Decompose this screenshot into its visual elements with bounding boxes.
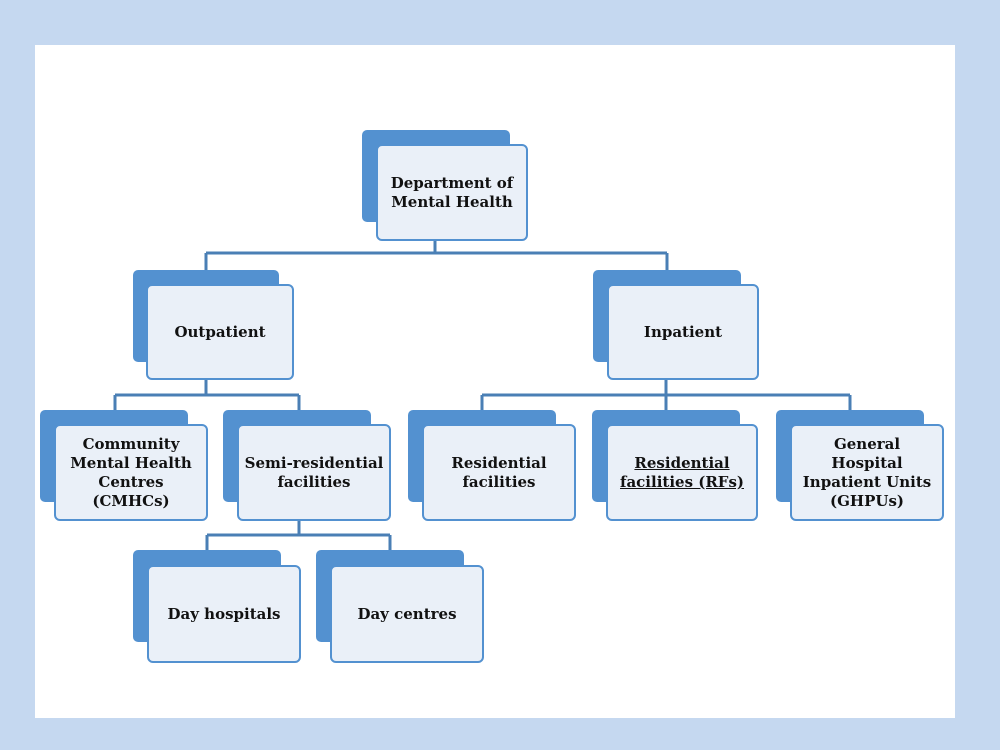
node-label: Outpatient (174, 322, 266, 341)
node-label-line: Centres (CMHCs) (92, 472, 170, 510)
node-cmhc: Community Mental Health Centres (CMHCs) (40, 410, 208, 522)
diagram-canvas: Department of Mental Health Outpatient I… (35, 45, 955, 718)
node-label-line: Inpatient Units (802, 472, 932, 491)
node-department-of-mental-health: Department of Mental Health (362, 130, 530, 242)
node-semi-residential: Semi-residential facilities (223, 410, 391, 522)
node-label-line: (GHPUs) (830, 491, 904, 510)
node-inpatient: Inpatient (593, 270, 761, 382)
node-label-line: Residential (634, 453, 730, 472)
node-box: General Hospital Inpatient Units (GHPUs) (790, 424, 944, 521)
node-box: Day hospitals (147, 565, 301, 663)
node-label-line: Community (82, 434, 180, 453)
node-box: Outpatient (146, 284, 294, 380)
node-label-line: Semi-residential (244, 453, 384, 472)
node-label-line: facilities (462, 472, 536, 491)
node-label-line: Department of (390, 173, 514, 192)
node-label: Day centres (357, 604, 457, 623)
node-box: Residential facilities (RFs) (606, 424, 758, 521)
node-box: Residential facilities (422, 424, 576, 521)
node-label-line: Mental Health (391, 192, 513, 211)
node-residential-facilities: Residential facilities (408, 410, 576, 522)
node-label-line: Residential (451, 453, 547, 472)
node-label-line: facilities (RFs) (620, 472, 744, 491)
node-outpatient: Outpatient (133, 270, 295, 382)
node-ghpu: General Hospital Inpatient Units (GHPUs) (776, 410, 944, 522)
node-box: Day centres (330, 565, 484, 663)
node-label: Inpatient (643, 322, 723, 341)
node-day-centres: Day centres (316, 550, 484, 663)
node-label: Day hospitals (167, 604, 281, 623)
node-box: Department of Mental Health (376, 144, 528, 241)
node-box: Semi-residential facilities (237, 424, 391, 521)
node-label-line: Mental Health (70, 453, 192, 472)
node-residential-facilities-rfs: Residential facilities (RFs) (592, 410, 760, 522)
connector-lines (113, 230, 852, 551)
node-box: Community Mental Health Centres (CMHCs) (54, 424, 208, 521)
node-label-line: facilities (277, 472, 351, 491)
node-label-line: General Hospital (831, 434, 903, 472)
node-box: Inpatient (607, 284, 759, 380)
node-day-hospitals: Day hospitals (133, 550, 301, 663)
